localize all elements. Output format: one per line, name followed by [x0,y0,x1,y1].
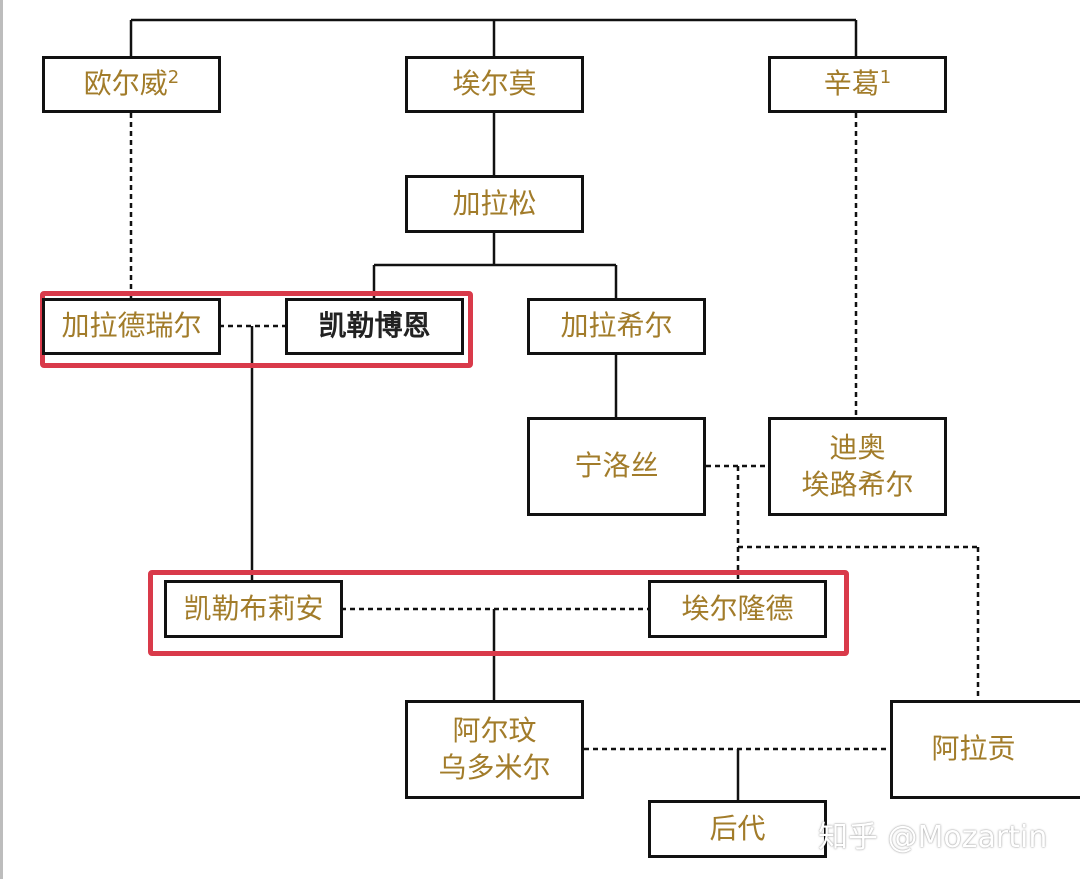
node-elmo-name: 埃尔莫 [452,67,537,101]
node-galadhon-name: 加拉希尔 [560,309,673,343]
highlight-celebrian-elrond [148,570,849,656]
node-galadriel: 加拉德瑞尔 [42,298,221,355]
node-nimloth: 宁洛丝 [527,417,706,516]
node-arwen-name-line1: 阿尔玟 [452,714,537,748]
node-olwe: 欧尔威2 [42,56,221,113]
node-celeborn: 凯勒博恩 [285,298,464,355]
node-descendants-name: 后代 [709,811,766,845]
node-dior-name-line2: 埃路希尔 [801,467,914,501]
node-olwe-footnote: 2 [167,67,180,89]
node-descendants: 后代 [648,800,827,858]
node-aragorn: 阿拉贡 [890,700,1080,799]
node-nimloth-name: 宁洛丝 [574,449,659,483]
node-dior-name-line1: 迪奥 [829,431,886,465]
node-dior: 迪奥 埃路希尔 [768,417,947,516]
watermark: 知乎 @Mozartin [818,820,1048,855]
node-elrond: 埃尔隆德 [648,580,827,638]
node-thingol-name: 辛葛 [823,67,880,101]
node-thingol: 辛葛1 [768,56,947,113]
node-celebrian-name: 凯勒布莉安 [183,591,324,625]
node-galadriel-name: 加拉德瑞尔 [61,309,202,343]
node-galathil: 加拉松 [405,175,584,233]
node-arwen: 阿尔玟 乌多米尔 [405,700,584,799]
node-galathil-name: 加拉松 [452,186,537,220]
node-thingol-footnote: 1 [879,67,892,89]
node-olwe-name: 欧尔威 [83,67,168,101]
node-elrond-name: 埃尔隆德 [681,591,794,625]
node-celeborn-name: 凯勒博恩 [318,309,431,343]
node-aragorn-name: 阿拉贡 [931,732,1016,766]
node-elmo: 埃尔莫 [405,56,584,113]
node-galadhon: 加拉希尔 [527,298,706,355]
page-left-border [0,0,3,879]
node-celebrian: 凯勒布莉安 [164,580,343,638]
node-arwen-name-line2: 乌多米尔 [438,750,551,784]
